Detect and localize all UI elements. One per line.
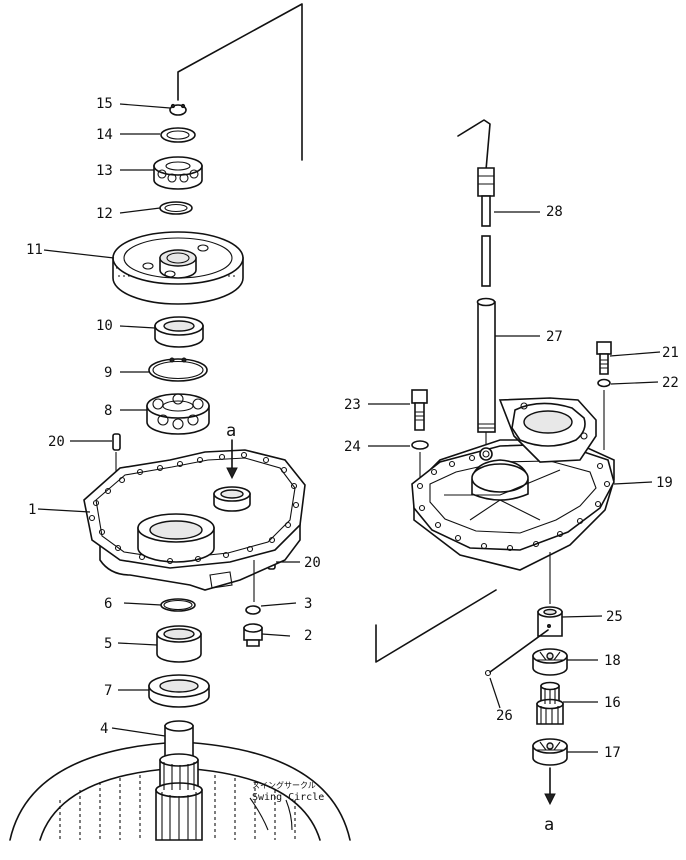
part-16-spline-shaft <box>536 681 564 725</box>
part-11-gear <box>112 231 244 305</box>
label-part-8: 8 <box>104 403 112 419</box>
swing-circle-callout <box>249 797 293 831</box>
part-6-o-ring <box>160 598 196 612</box>
label-part-27: 27 <box>546 329 563 345</box>
part-9-snap-ring <box>148 357 208 382</box>
label-part-25: 25 <box>606 609 623 625</box>
part-10-roller-bearing <box>154 316 204 348</box>
label-part-21: 21 <box>662 345 679 361</box>
label-part-2: 2 <box>304 628 312 644</box>
part-14-washer <box>160 127 196 143</box>
marker-a-lower: a <box>544 815 554 835</box>
part-22-lock-washer <box>597 378 611 388</box>
part-17-nut <box>532 738 568 766</box>
label-part-7: 7 <box>104 683 112 699</box>
part-27-gauge-tube <box>476 297 496 433</box>
label-part-17: 17 <box>604 745 621 761</box>
label-part-11: 11 <box>26 242 43 258</box>
label-part-10: 10 <box>96 318 113 334</box>
connection-line-top <box>177 3 303 161</box>
part-20-dowel-pin-upper <box>112 433 121 451</box>
label-part-20-lower: 20 <box>304 555 321 571</box>
label-part-3: 3 <box>304 596 312 612</box>
part-24-lock-washer <box>411 440 429 450</box>
label-part-19: 19 <box>656 475 673 491</box>
part-8-ball-bearing <box>146 393 210 435</box>
leader-lines <box>37 103 661 753</box>
label-part-15: 15 <box>96 96 113 112</box>
label-part-28: 28 <box>546 204 563 220</box>
part-28-level-gauge <box>457 119 495 287</box>
part-23-bolt <box>411 389 428 431</box>
swing-circle-label-jp: スイングサークル <box>252 780 316 790</box>
label-part-22: 22 <box>662 375 679 391</box>
label-part-14: 14 <box>96 127 113 143</box>
part-1-case-housing <box>83 449 306 591</box>
label-part-13: 13 <box>96 163 113 179</box>
part-19-cover <box>411 397 615 571</box>
swing-circle-label-en: Swing Circle <box>252 792 324 803</box>
part-18-nut <box>532 648 568 676</box>
part-2-drain-plug <box>243 623 263 647</box>
part-21-bolt <box>596 341 612 375</box>
label-part-12: 12 <box>96 206 113 222</box>
part-7-bearing-race <box>148 674 210 708</box>
part-13-ball-bearing <box>153 156 203 190</box>
part-3-o-ring <box>245 605 261 615</box>
marker-a-upper: a <box>226 421 236 441</box>
part-5-roller-bearing <box>156 625 202 663</box>
label-part-24: 24 <box>344 439 361 455</box>
part-15-snap-ring <box>169 103 187 116</box>
part-26-cotter-pin <box>484 629 549 677</box>
label-part-1: 1 <box>28 502 36 518</box>
label-part-23: 23 <box>344 397 361 413</box>
label-part-4: 4 <box>100 721 108 737</box>
label-part-16: 16 <box>604 695 621 711</box>
connection-line-bottom <box>375 589 497 663</box>
label-part-9: 9 <box>104 365 112 381</box>
label-part-6: 6 <box>104 596 112 612</box>
part-4-pinion-shaft <box>155 720 203 841</box>
part-12-shim <box>159 201 193 215</box>
label-part-18: 18 <box>604 653 621 669</box>
label-part-5: 5 <box>104 636 112 652</box>
label-part-20-upper: 20 <box>48 434 65 450</box>
label-part-26: 26 <box>496 708 513 724</box>
part-25-collar <box>537 606 563 637</box>
